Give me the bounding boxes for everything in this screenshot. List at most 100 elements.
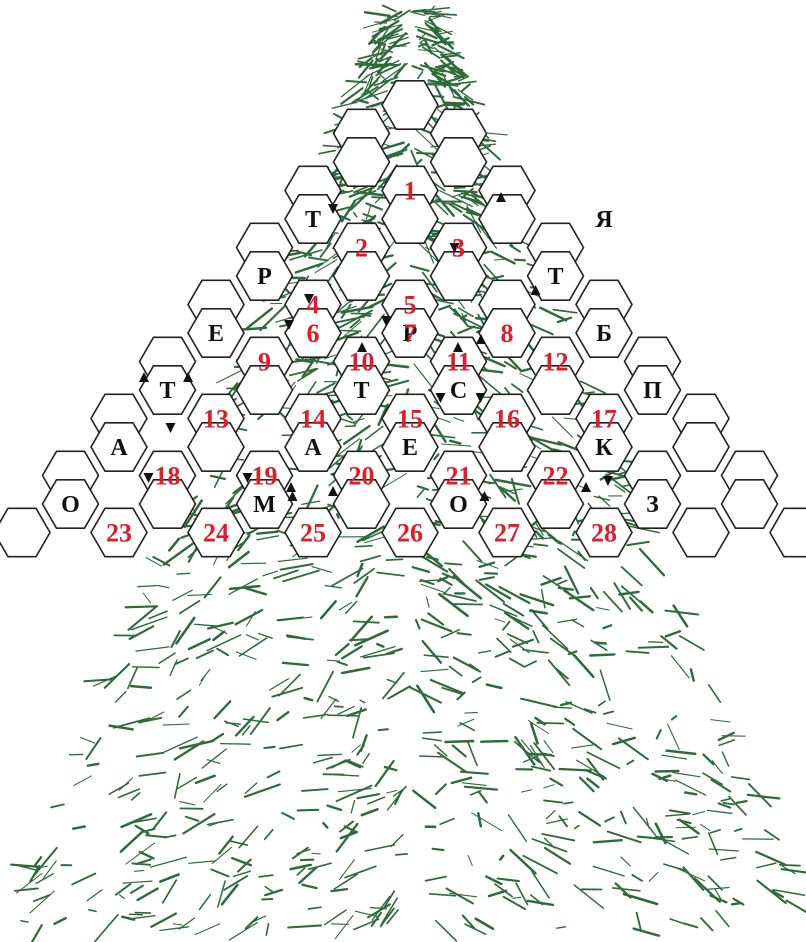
fir-needle <box>222 885 237 904</box>
fir-needle <box>84 679 113 681</box>
fir-needle <box>345 866 376 877</box>
fir-needle <box>418 160 422 163</box>
hex-cell[interactable] <box>770 508 806 556</box>
fir-needle <box>151 857 187 867</box>
fir-needle <box>479 792 487 803</box>
fir-needle <box>277 712 288 720</box>
fir-needle <box>351 617 372 641</box>
fir-needle <box>180 601 200 613</box>
fir-needle <box>302 885 316 888</box>
fir-needle <box>355 546 372 547</box>
clue-number: 14 <box>300 405 326 434</box>
fir-needle <box>314 758 333 763</box>
fir-needle <box>656 837 672 838</box>
fir-needle <box>207 635 241 651</box>
given-letter: Я <box>595 207 612 233</box>
fir-needle <box>366 426 383 439</box>
fir-needle <box>246 588 266 594</box>
fir-needle <box>485 573 497 574</box>
fir-needle <box>130 626 154 639</box>
fir-needle <box>722 752 728 766</box>
fir-needle <box>711 720 731 722</box>
fir-needle <box>709 833 718 854</box>
fir-needle <box>634 929 659 936</box>
fir-needle <box>704 755 714 765</box>
fir-needle <box>262 899 272 900</box>
hex-cell[interactable] <box>673 508 729 556</box>
fir-needle <box>523 856 557 874</box>
fir-needle <box>197 651 213 659</box>
clue-number: 20 <box>349 462 375 491</box>
fir-needle <box>492 252 515 263</box>
fir-needle <box>175 774 180 798</box>
fir-needle <box>264 747 274 748</box>
fir-needle <box>259 875 273 877</box>
fir-needle <box>116 884 130 895</box>
fir-needle <box>462 84 470 91</box>
fir-needle <box>146 835 166 837</box>
fir-needle <box>633 807 655 834</box>
fir-needle <box>414 364 432 387</box>
fir-needle <box>376 761 394 786</box>
fir-needle <box>574 656 593 677</box>
fir-needle <box>74 776 92 786</box>
clue-number: 27 <box>494 519 520 548</box>
fir-needle <box>439 306 450 310</box>
fir-needle <box>361 556 380 562</box>
fir-needle <box>173 924 182 925</box>
fir-needle <box>481 741 507 742</box>
fir-needle <box>211 476 225 479</box>
fir-needle <box>332 102 357 108</box>
hex-cell[interactable] <box>382 81 438 129</box>
fir-needle <box>670 810 690 813</box>
fir-needle <box>453 746 466 757</box>
fir-needle <box>131 686 151 688</box>
fir-needle <box>126 606 157 607</box>
fir-needle <box>427 8 450 10</box>
fir-needle <box>543 529 562 544</box>
fir-needle <box>178 778 197 789</box>
fir-needle <box>283 663 308 665</box>
fir-needle <box>420 756 443 757</box>
fir-needle <box>116 692 126 702</box>
fir-needle <box>335 775 358 776</box>
fir-needle <box>572 744 597 748</box>
fir-needle <box>366 203 382 209</box>
fir-needle <box>732 777 750 780</box>
fir-needle <box>559 816 567 826</box>
fir-needle <box>585 392 594 393</box>
fir-needle <box>709 849 738 851</box>
hex-cell[interactable] <box>0 508 50 556</box>
fir-needle <box>215 701 231 718</box>
fir-needle <box>263 571 278 576</box>
fir-needle <box>337 662 347 665</box>
fir-needle <box>312 853 320 854</box>
fir-needle <box>604 712 613 715</box>
fir-needle <box>354 213 357 217</box>
fir-needle <box>309 863 332 869</box>
fir-needle <box>413 791 435 808</box>
fir-needle <box>422 620 451 632</box>
given-letter: Е <box>402 435 418 461</box>
fir-needle <box>498 879 519 882</box>
fir-needle <box>426 877 446 881</box>
fir-needle <box>177 573 190 574</box>
fir-needle <box>494 259 505 260</box>
fir-needle <box>445 588 450 593</box>
fir-needle <box>427 557 437 560</box>
fir-needle <box>665 611 698 615</box>
fir-needle <box>701 824 710 830</box>
fir-needle <box>703 773 722 784</box>
fir-needle <box>427 85 451 86</box>
clue-number: 11 <box>446 348 471 377</box>
fir-needle <box>533 631 539 643</box>
fir-needle <box>366 315 384 338</box>
given-letter: А <box>110 435 128 461</box>
fir-needle <box>588 759 604 780</box>
fir-needle <box>461 316 466 319</box>
fir-needle <box>515 260 525 261</box>
fir-needle <box>639 647 669 648</box>
fir-needle <box>487 685 501 688</box>
fir-needle <box>365 845 394 851</box>
fir-needle <box>356 100 367 103</box>
